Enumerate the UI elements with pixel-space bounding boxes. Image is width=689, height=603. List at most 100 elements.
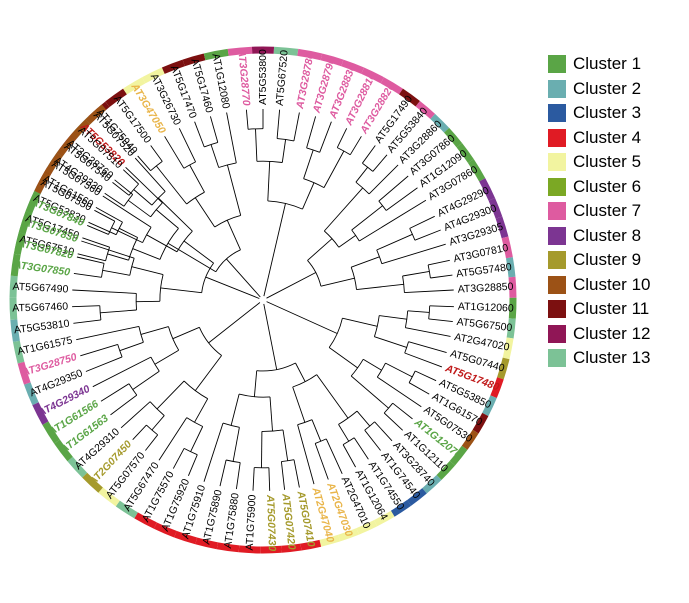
leaf-label: AT5G57480	[455, 261, 512, 280]
ring-segment	[415, 100, 436, 119]
tree-branch	[292, 386, 306, 423]
tree-branch	[198, 327, 222, 356]
tree-branch	[368, 164, 399, 195]
tree-branch	[226, 258, 261, 298]
tree-branch	[77, 253, 106, 262]
tree-branch	[338, 410, 358, 425]
tree-branch	[404, 310, 409, 328]
tree-branch	[383, 402, 394, 414]
tree-branch	[402, 275, 405, 293]
tree-branch	[267, 161, 271, 201]
tree-branch	[385, 362, 413, 378]
leaf-label: AT3G28850	[457, 281, 514, 296]
tree-branch	[338, 235, 356, 248]
leaf-label: AT5G67520	[274, 49, 291, 106]
tree-branch	[355, 181, 370, 195]
tree-branch	[253, 370, 258, 397]
legend-label: Cluster 9	[573, 250, 642, 270]
ring-segment	[490, 377, 504, 399]
tree-branch	[381, 243, 446, 265]
ring-segment	[82, 472, 103, 493]
ring-segment	[422, 475, 442, 494]
tree-branch	[263, 303, 278, 370]
tree-branch	[281, 139, 287, 163]
tree-branch	[219, 459, 227, 487]
tree-branch	[160, 287, 202, 294]
ring-segment	[174, 530, 198, 545]
tree-branch	[319, 121, 332, 153]
tree-branch	[226, 112, 237, 163]
tree-branch	[189, 164, 205, 193]
tree-branch	[142, 227, 152, 243]
tree-branch	[252, 467, 255, 491]
tree-branch	[261, 429, 284, 432]
tree-branch	[168, 326, 180, 351]
tree-branch	[123, 194, 134, 207]
ring-segment	[479, 178, 496, 201]
ring-segment	[444, 127, 463, 148]
tree-branch	[187, 454, 198, 476]
tree-branch	[377, 376, 422, 408]
leaf-label: AT5G07430	[264, 494, 278, 552]
ring-segment	[319, 534, 341, 547]
tree-branch	[349, 136, 362, 155]
tree-branch	[232, 427, 240, 462]
tree-branch	[306, 116, 317, 149]
leaf-label: AT3G28770	[235, 48, 252, 106]
tree-branch	[226, 164, 242, 216]
legend-item: Cluster 10	[548, 273, 650, 298]
tree-branch	[82, 237, 110, 248]
tree-branch	[409, 228, 416, 241]
tree-branch	[256, 362, 296, 372]
ring-segment	[390, 500, 412, 517]
legend-label: Cluster 6	[573, 176, 642, 196]
legend-label: Cluster 10	[573, 274, 651, 294]
ring-segment	[161, 59, 185, 74]
ring-segment	[320, 53, 344, 67]
ring-segment	[488, 197, 503, 219]
tree-branch	[125, 166, 163, 204]
tree-branch	[337, 147, 351, 156]
tree-branch	[131, 266, 164, 276]
tree-branch	[276, 109, 281, 139]
tree-branch	[156, 165, 187, 205]
ring-segment	[123, 77, 146, 95]
ring-segment	[216, 542, 240, 553]
tree-branch	[129, 258, 135, 276]
ring-segment	[17, 361, 31, 385]
ring-segment	[142, 67, 165, 84]
tree-branch	[72, 289, 137, 294]
tree-branch	[105, 247, 111, 261]
tree-branch	[203, 422, 224, 482]
tree-branch	[85, 356, 123, 372]
tree-branch	[214, 214, 241, 228]
tree-branch	[133, 189, 153, 206]
tree-branch	[112, 182, 130, 196]
tree-branch	[255, 128, 258, 162]
ring-segment	[153, 522, 177, 538]
tree-branch	[226, 219, 241, 250]
ring-segment	[281, 543, 302, 553]
tree-branch	[111, 227, 143, 244]
tree-branch	[194, 197, 216, 228]
tree-branch	[230, 393, 240, 426]
legend-item: Cluster 12	[548, 322, 650, 347]
tree-branch	[167, 242, 217, 273]
tree-branch	[328, 318, 343, 348]
tree-branch	[119, 341, 144, 352]
ring-segment	[105, 88, 127, 108]
ring-segment	[341, 59, 365, 74]
legend-item: Cluster 2	[548, 77, 650, 102]
tree-branch	[194, 398, 209, 423]
tree-branch	[176, 230, 193, 253]
leaf-label: AT1G12060	[458, 301, 514, 315]
ring-segment	[505, 257, 516, 278]
tree-branch	[336, 128, 348, 148]
tree-branch	[306, 147, 320, 153]
ring-segment	[34, 171, 51, 194]
tree-branch	[325, 438, 343, 474]
tree-branch	[120, 401, 151, 429]
ring-segment	[482, 395, 497, 417]
legend-swatch	[548, 300, 566, 319]
tree-branch	[351, 229, 360, 242]
